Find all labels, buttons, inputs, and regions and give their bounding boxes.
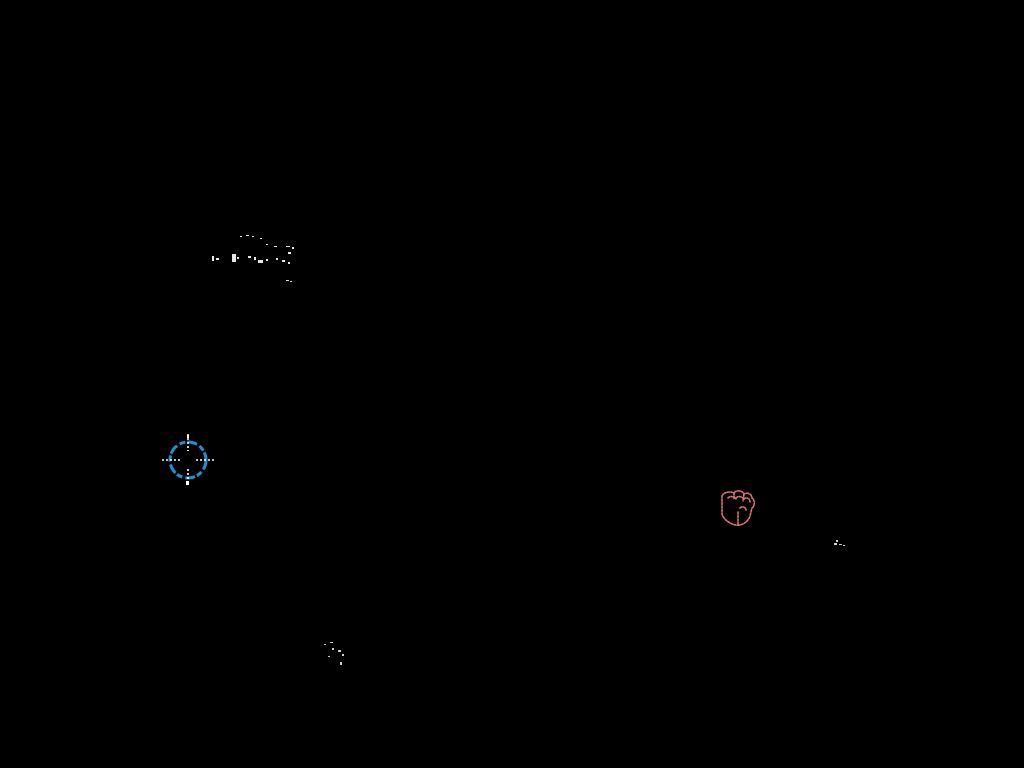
fist-icon [721,490,756,526]
debris-icon [324,642,344,665]
flying-drone-icon [212,235,294,282]
debris-icon [834,540,845,546]
crosshair-icon [162,434,214,485]
